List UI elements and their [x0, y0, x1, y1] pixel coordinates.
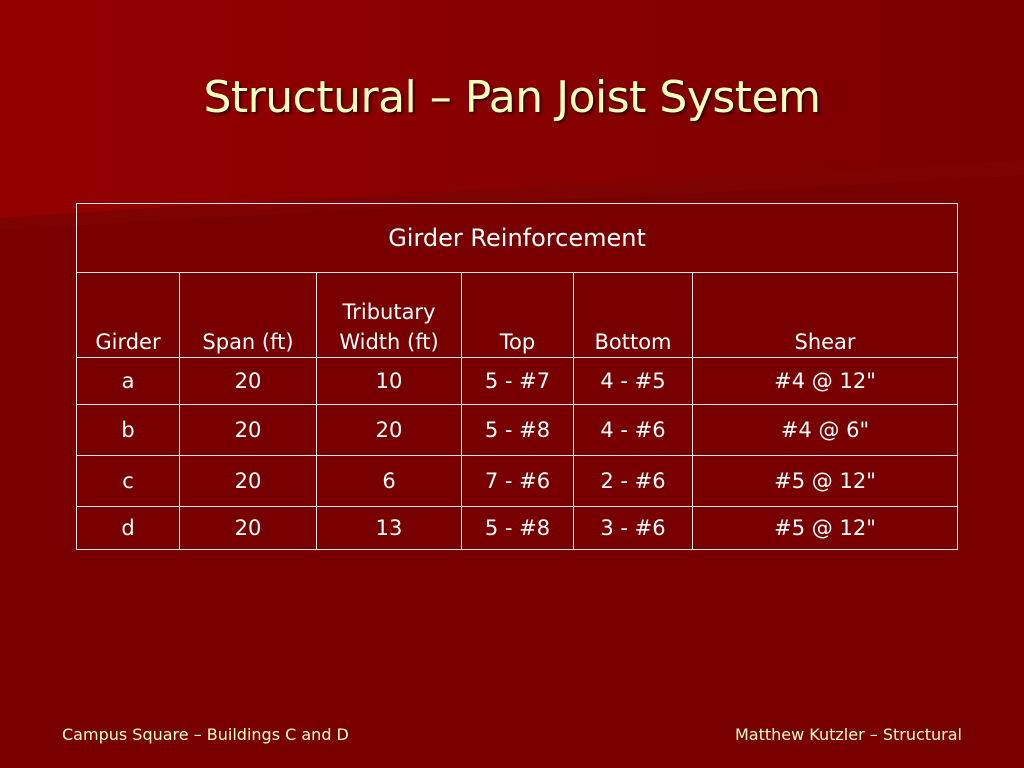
table-caption-row: Girder Reinforcement [75, 203, 959, 273]
header-shear: Shear [691, 272, 959, 358]
girder-reinforcement-table: Girder Reinforcement Girder Span (ft) Tr… [75, 203, 959, 550]
cell-girder: c [76, 455, 180, 507]
table-row: d 20 13 5 - #8 3 - #6 #5 @ 12" [76, 506, 959, 550]
footer-right-text: Matthew Kutzler – Structural [734, 725, 962, 744]
header-tributary-line2: Width (ft) [339, 330, 439, 354]
cell-tributary: 10 [316, 357, 462, 405]
cell-bottom: 4 - #6 [573, 404, 693, 456]
header-span: Span (ft) [179, 272, 317, 358]
header-bottom: Bottom [573, 272, 693, 358]
cell-shear: #4 @ 6" [691, 404, 959, 456]
cell-top: 7 - #6 [461, 455, 574, 507]
cell-span: 20 [179, 455, 317, 507]
cell-shear: #4 @ 12" [691, 357, 959, 405]
cell-top: 5 - #8 [461, 404, 574, 456]
table-caption: Girder Reinforcement [75, 203, 959, 273]
table-row: a 20 10 5 - #7 4 - #5 #4 @ 12" [76, 357, 959, 405]
slide-title: Structural – Pan Joist System [203, 72, 822, 123]
cell-span: 20 [179, 506, 317, 550]
cell-girder: b [76, 404, 180, 456]
cell-tributary: 20 [316, 404, 462, 456]
cell-tributary: 6 [316, 455, 462, 507]
header-tributary-line1: Tributary [342, 300, 436, 324]
cell-bottom: 3 - #6 [573, 506, 693, 550]
cell-span: 20 [179, 404, 317, 456]
header-girder: Girder [76, 272, 180, 358]
cell-span: 20 [179, 357, 317, 405]
cell-tributary: 13 [316, 506, 462, 550]
cell-shear: #5 @ 12" [691, 506, 959, 550]
cell-girder: a [76, 357, 180, 405]
cell-top: 5 - #7 [461, 357, 574, 405]
cell-girder: d [76, 506, 180, 550]
cell-shear: #5 @ 12" [691, 455, 959, 507]
cell-bottom: 2 - #6 [573, 455, 693, 507]
table-row: b 20 20 5 - #8 4 - #6 #4 @ 6" [76, 404, 959, 456]
header-top: Top [461, 272, 574, 358]
table-row: c 20 6 7 - #6 2 - #6 #5 @ 12" [76, 455, 959, 507]
cell-bottom: 4 - #5 [573, 357, 693, 405]
cell-top: 5 - #8 [461, 506, 574, 550]
footer-left-text: Campus Square – Buildings C and D [62, 725, 349, 744]
